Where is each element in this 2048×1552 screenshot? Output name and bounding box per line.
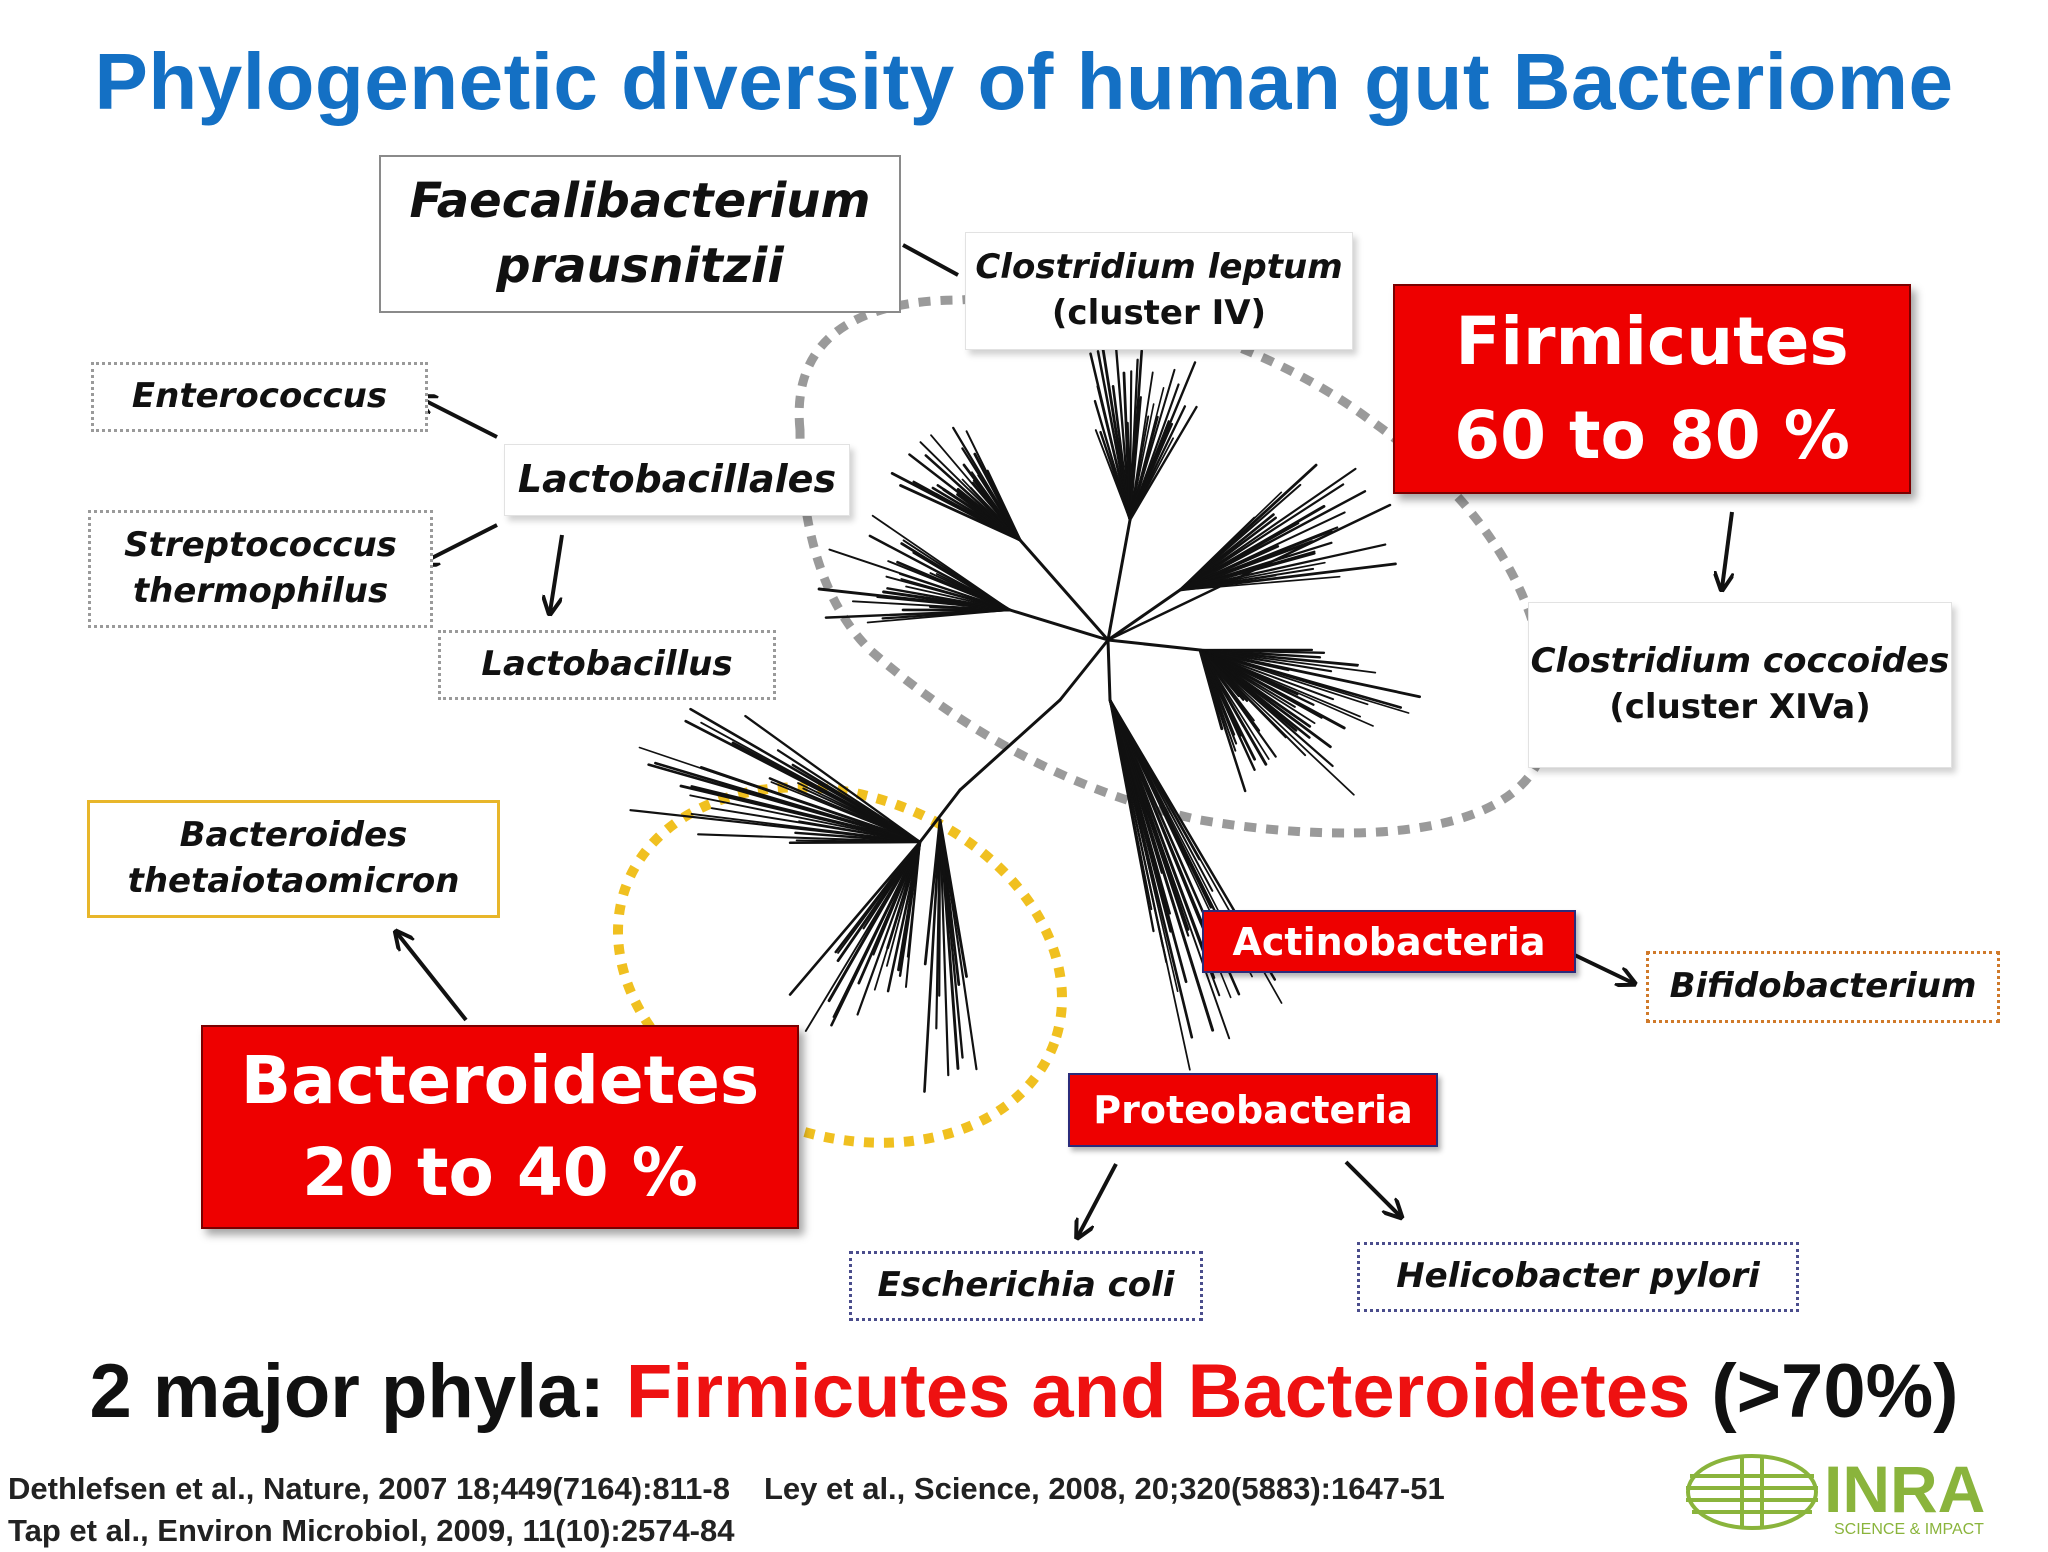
clostridium-leptum-line2: (cluster IV) xyxy=(1052,291,1266,337)
arrow-escherichia xyxy=(1078,1164,1116,1236)
arrow-bacteroides-theta xyxy=(397,933,466,1020)
inra-globe-icon xyxy=(1686,1456,1818,1528)
inra-logo: INRA SCIENCE & IMPACT xyxy=(1672,1452,2042,1536)
arrow-enterococcus xyxy=(420,398,497,437)
clostridium-leptum-box: Clostridium leptum (cluster IV) xyxy=(965,232,1353,350)
tree-trunk xyxy=(1108,590,1180,640)
enterococcus-label: Enterococcus xyxy=(132,374,387,420)
escherichia-label: Escherichia coli xyxy=(878,1263,1175,1309)
bacteroidetes-name: Bacteroidetes xyxy=(241,1035,759,1127)
lactobacillales-box: Lactobacillales xyxy=(504,444,850,516)
reference-dethlefsen: Dethlefsen et al., Nature, 2007 18;449(7… xyxy=(8,1471,730,1506)
summary-line: 2 major phyla: Firmicutes and Bacteroide… xyxy=(0,1348,2048,1435)
bacteroides-theta-line2: thetaiotaomicron xyxy=(128,859,460,905)
faecalibacterium-box: Faecalibacterium prausnitzii xyxy=(379,155,901,313)
bifidobacterium-box: Bifidobacterium xyxy=(1646,951,2000,1023)
bacteroidetes-box: Bacteroidetes 20 to 40 % xyxy=(201,1025,799,1229)
clostridium-coccoides-box: Clostridium coccoides (cluster XIVa) xyxy=(1528,602,1952,768)
summary-suffix: (>70%) xyxy=(1690,1349,1958,1434)
summary-prefix: 2 major phyla: xyxy=(90,1349,626,1434)
faecali-connector xyxy=(903,245,958,275)
proteobacteria-label: Proteobacteria xyxy=(1093,1088,1412,1132)
lactobacillus-label: Lactobacillus xyxy=(481,642,732,688)
firmicutes-box: Firmicutes 60 to 80 % xyxy=(1393,284,1911,494)
enterococcus-box: Enterococcus xyxy=(91,362,428,432)
tree-trunk xyxy=(1060,640,1108,700)
streptococcus-line1: Streptococcus xyxy=(124,523,397,569)
reference-ley: Ley et al., Science, 2008, 20;320(5883):… xyxy=(764,1471,1445,1506)
proteobacteria-box: Proteobacteria xyxy=(1068,1073,1438,1147)
clostridium-leptum-line1: Clostridium leptum xyxy=(975,245,1342,291)
arrow-streptococcus xyxy=(422,525,497,563)
faecalibacterium-line2: prausnitzii xyxy=(496,234,784,299)
clostridium-coccoides-line1: Clostridium coccoides xyxy=(1531,639,1950,685)
summary-highlight: Firmicutes and Bacteroidetes xyxy=(626,1349,1690,1434)
escherichia-box: Escherichia coli xyxy=(849,1251,1203,1321)
arrow-clostridium-coccoides xyxy=(1722,512,1732,588)
streptococcus-line2: thermophilus xyxy=(133,569,388,615)
actinobacteria-label: Actinobacteria xyxy=(1233,920,1546,964)
references: Dethlefsen et al., Nature, 2007 18;449(7… xyxy=(8,1468,1479,1552)
helicobacter-label: Helicobacter pylori xyxy=(1396,1254,1760,1300)
proteobacteria-leaf xyxy=(1110,700,1213,1030)
tree-trunk xyxy=(1108,520,1130,640)
faecalibacterium-line1: Faecalibacterium xyxy=(410,169,871,234)
inra-logo-text: INRA xyxy=(1824,1452,1985,1526)
arrow-lactobacillus xyxy=(550,535,562,612)
tree-trunk xyxy=(960,700,1060,790)
firmicutes-name: Firmicutes xyxy=(1455,295,1848,389)
inra-logo-tagline: SCIENCE & IMPACT xyxy=(1834,1521,1984,1536)
bacteroides-theta-box: Bacteroides thetaiotaomicron xyxy=(87,800,500,918)
helicobacter-box: Helicobacter pylori xyxy=(1357,1242,1799,1312)
lactobacillus-box: Lactobacillus xyxy=(438,630,776,700)
bacteroidetes-percent: 20 to 40 % xyxy=(302,1127,698,1219)
lactobacillales-label: Lactobacillales xyxy=(518,454,836,505)
bifidobacterium-label: Bifidobacterium xyxy=(1670,964,1977,1010)
bacteroides-theta-line1: Bacteroides xyxy=(180,813,408,859)
firmicutes-percent: 60 to 80 % xyxy=(1454,389,1850,483)
streptococcus-box: Streptococcus thermophilus xyxy=(88,510,433,628)
clostridium-coccoides-line2: (cluster XIVa) xyxy=(1609,685,1871,731)
arrow-helicobacter xyxy=(1346,1162,1400,1216)
tree-trunk xyxy=(1108,640,1110,700)
tree-trunk xyxy=(1108,640,1200,650)
actinobacteria-box: Actinobacteria xyxy=(1202,910,1576,973)
reference-tap: Tap et al., Environ Microbiol, 2009, 11(… xyxy=(8,1513,735,1548)
